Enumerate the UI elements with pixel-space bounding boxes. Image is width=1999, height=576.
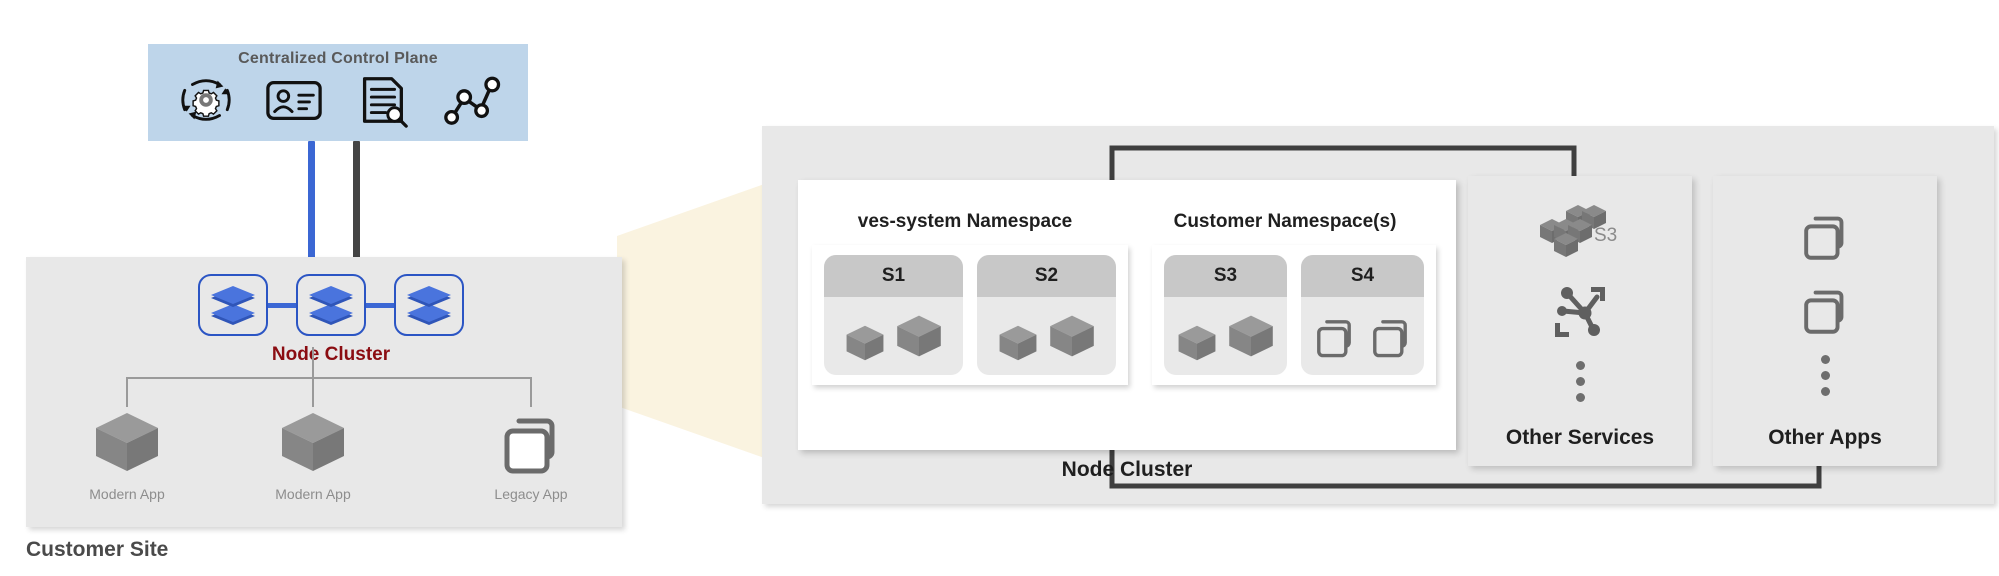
cube-icon — [896, 315, 941, 357]
namespace-title-1: Customer Namespace(s) — [1173, 211, 1397, 232]
other-services-title: Other Services — [1505, 426, 1655, 449]
centralized-control-plane-panel: Centralized Control Plane — [148, 44, 528, 141]
detail-node-cluster-label: Node Cluster — [1061, 458, 1193, 481]
tree-horizontal-line — [126, 377, 532, 379]
tree-drop-2 — [312, 377, 314, 407]
namespace-box-1: S3 S4 — [1152, 245, 1436, 385]
other-apps-title: Other Apps — [1768, 426, 1882, 449]
node-link-1 — [268, 303, 296, 308]
top-bracket-connector — [1109, 145, 1577, 180]
tree-drop-1 — [126, 377, 128, 407]
vm-stack-icon — [1804, 290, 1844, 334]
id-card-icon — [266, 80, 322, 121]
stacked-layers-icon — [309, 286, 353, 325]
vertical-ellipsis-icon — [1575, 360, 1585, 402]
network-topology-icon — [444, 76, 501, 125]
vm-stack-icon — [1316, 320, 1351, 358]
node-link-2 — [366, 303, 394, 308]
service-s1[interactable]: S1 — [824, 255, 963, 375]
service-label: S1 — [824, 255, 963, 297]
control-plane-dark-connector — [353, 141, 360, 260]
document-search-icon — [362, 77, 408, 128]
zoom-callout-shape — [617, 176, 787, 466]
node-3[interactable] — [394, 274, 464, 336]
service-label: S4 — [1301, 255, 1424, 297]
vm-stack-icon — [504, 418, 555, 474]
service-s2[interactable]: S2 — [977, 255, 1116, 375]
cube-icon — [1049, 315, 1094, 357]
node-1[interactable] — [198, 274, 268, 336]
cube-icon — [282, 413, 344, 471]
other-services-panel: S3 Other Services — [1468, 176, 1692, 466]
svg-text:S3: S3 — [1594, 225, 1617, 246]
stacked-layers-icon — [211, 286, 255, 325]
bottom-bracket-connector — [1109, 450, 1822, 489]
vm-stack-icon — [1372, 320, 1407, 358]
control-plane-icon-row — [148, 68, 528, 132]
gear-rotation-icon — [181, 79, 231, 121]
tree-drop-3 — [530, 377, 532, 407]
s3-storage-icon: S3 — [1540, 204, 1617, 257]
other-apps-icons — [1796, 176, 1854, 426]
namespace-box-0: S1 S2 — [812, 245, 1128, 385]
service-workloads — [824, 297, 963, 375]
app-node-1[interactable]: Modern App — [253, 407, 373, 502]
service-s3[interactable]: S3 — [1164, 255, 1287, 375]
service-label: S2 — [977, 255, 1116, 297]
app-node-0[interactable]: Modern App — [67, 407, 187, 502]
app-label: Legacy App — [494, 486, 568, 502]
stacked-layers-icon — [407, 286, 451, 325]
control-plane-title: Centralized Control Plane — [238, 50, 438, 67]
namespace-title-0: ves-system Namespace — [857, 211, 1073, 232]
node-2[interactable] — [296, 274, 366, 336]
service-workloads — [1164, 297, 1287, 375]
cube-icon — [846, 325, 883, 361]
service-s4[interactable]: S4 — [1301, 255, 1424, 375]
control-plane-blue-connector — [308, 141, 315, 260]
service-workloads — [977, 297, 1116, 375]
service-workloads — [1301, 297, 1424, 375]
cube-icon — [1228, 315, 1273, 357]
customer-site-label: Customer Site — [26, 538, 169, 561]
app-node-2[interactable]: Legacy App — [471, 407, 591, 502]
app-label: Modern App — [275, 486, 351, 502]
service-mesh-icon — [1555, 286, 1605, 337]
other-services-icons: S3 — [1534, 176, 1626, 426]
tree-riser — [312, 347, 314, 379]
other-apps-panel: Other Apps — [1713, 176, 1937, 466]
app-tree: Modern App Modern App Legacy App — [26, 347, 622, 527]
customer-site-panel: Node Cluster Modern App — [26, 257, 622, 527]
vm-stack-icon — [1804, 216, 1844, 260]
node-cluster-label: Node Cluster — [271, 344, 391, 365]
vertical-ellipsis-icon — [1820, 354, 1830, 396]
cube-icon — [1178, 325, 1215, 361]
cube-icon — [999, 325, 1036, 361]
app-label: Modern App — [89, 486, 165, 502]
service-label: S3 — [1164, 255, 1287, 297]
cube-icon — [96, 413, 158, 471]
